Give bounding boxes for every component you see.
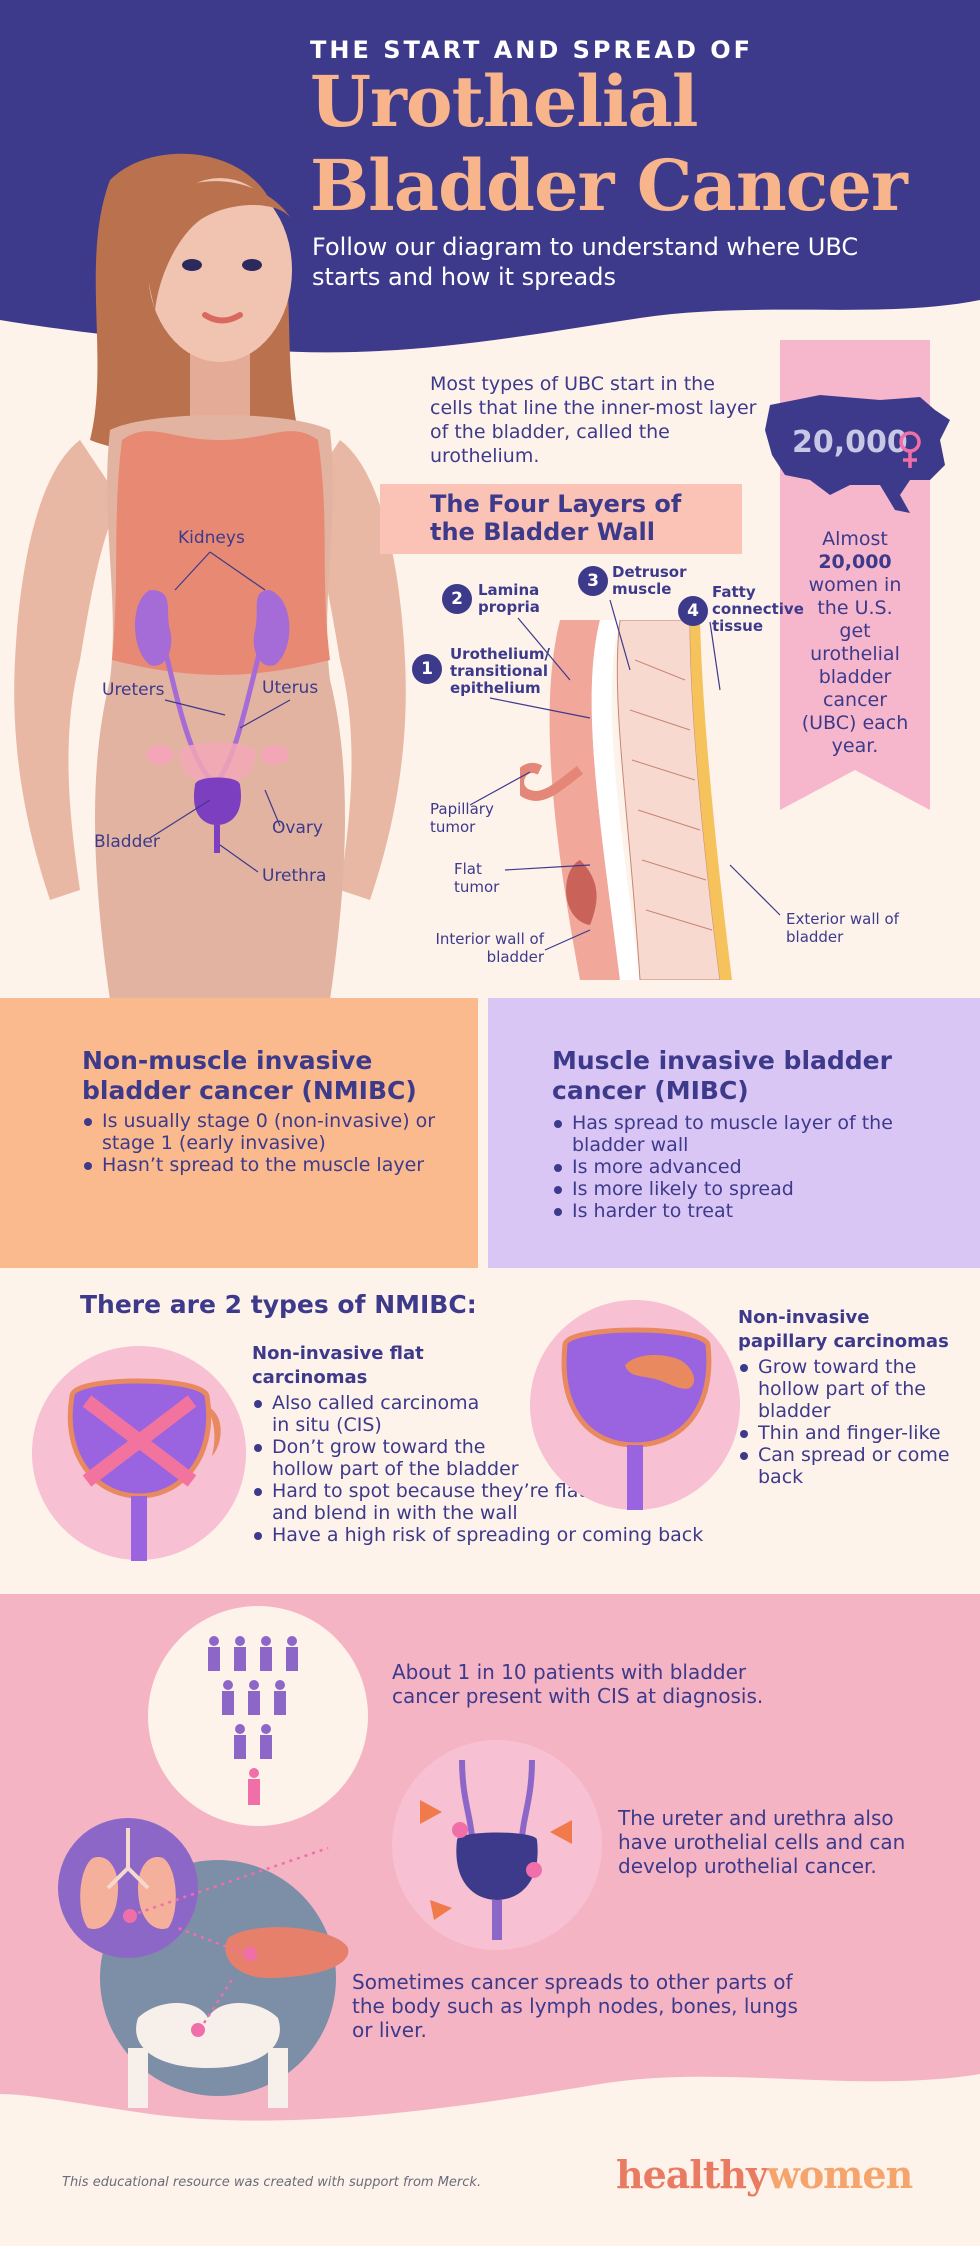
flat-bullet: Don’t grow toward the hollow part of the…	[252, 1436, 552, 1480]
label-uterus: Uterus	[262, 678, 319, 698]
brand-part-1: healthy	[616, 2152, 768, 2197]
nmibc-bullet: Hasn’t spread to the muscle layer	[82, 1154, 462, 1176]
brand-logo: healthywomen	[616, 2152, 913, 2197]
papillary-bullets: Grow toward the hollow part of the bladd…	[738, 1356, 958, 1488]
footer-note: This educational resource was created wi…	[62, 2175, 482, 2190]
cis-stat-text: About 1 in 10 patients with bladder canc…	[392, 1660, 764, 1708]
papillary-title: Non-invasive papillary carcinomas	[738, 1307, 949, 1352]
label-kidneys: Kidneys	[178, 528, 245, 548]
header-subtitle: Follow our diagram to understand where U…	[312, 233, 859, 291]
flat-title: Non-invasive flat carcinomas	[252, 1343, 424, 1388]
layer-label-1: Urothelium/ transitional epithelium	[450, 645, 550, 697]
flat-bullets: Also called carcinoma in situ (CIS) Don’…	[252, 1392, 752, 1546]
stat-post: women in the U.S. get urothelial bladder…	[801, 574, 909, 757]
stat-text: Almost 20,000 women in the U.S. get urot…	[800, 528, 910, 758]
nmibc-panel	[0, 998, 478, 1268]
urinary-system-diagram	[135, 590, 290, 853]
mibc-title: Muscle invasive bladder cancer (MIBC)	[552, 1046, 892, 1105]
layer-label-4: Fatty connective tissue	[712, 583, 804, 635]
wall-leader-lines	[469, 599, 781, 951]
body-spread-illustration	[58, 1818, 349, 2108]
layer-label-2: Lamina propria	[478, 581, 540, 616]
bladder-wall-diagram	[520, 620, 732, 980]
flat-bullet: Hard to spot because they’re flat and bl…	[252, 1480, 612, 1524]
label-bladder: Bladder	[94, 832, 160, 852]
woman-illustration	[14, 153, 406, 1000]
mibc-bullet: Is more advanced	[552, 1156, 932, 1178]
papillary-bullet: Thin and finger-like	[738, 1422, 958, 1444]
stat-pre: Almost	[822, 528, 888, 550]
us-map-icon	[765, 395, 950, 513]
nmibc-bullets: Is usually stage 0 (non-invasive) or sta…	[82, 1110, 462, 1176]
mibc-panel	[488, 998, 980, 1268]
mibc-bullets: Has spread to muscle layer of the bladde…	[552, 1112, 932, 1222]
mibc-bullet: Is more likely to spread	[552, 1178, 932, 1200]
layers-title-box	[380, 484, 742, 554]
layer-number-3: 3	[578, 566, 608, 596]
brand-part-2: women	[767, 2152, 913, 2197]
urinary-tract-illustration	[392, 1740, 602, 1950]
ureter-text: The ureter and urethra also have urothel…	[618, 1806, 906, 1878]
layer-number-1: 1	[412, 654, 442, 684]
header-kicker: THE START AND SPREAD OF	[310, 36, 754, 64]
stat-number: 20,000	[818, 551, 892, 573]
label-ovary: Ovary	[272, 818, 323, 838]
flat-bullet: Also called carcinoma in situ (CIS)	[252, 1392, 492, 1436]
types-title: There are 2 types of NMIBC:	[80, 1290, 477, 1319]
callout-papillary: Papillary tumor	[430, 800, 494, 836]
flat-bullet: Have a high risk of spreading or coming …	[252, 1524, 752, 1546]
anatomy-leader-lines	[149, 551, 291, 873]
title-line-2: Bladder Cancer	[310, 144, 908, 227]
other-spread-text: Sometimes cancer spreads to other parts …	[352, 1970, 798, 2042]
title-line-1: Urothelial	[310, 60, 699, 143]
mibc-bullet: Has spread to muscle layer of the bladde…	[552, 1112, 932, 1156]
stat-big-number: 20,000	[792, 425, 908, 460]
female-symbol-icon	[899, 431, 921, 468]
label-ureters: Ureters	[102, 680, 165, 700]
nmibc-bullet: Is usually stage 0 (non-invasive) or sta…	[82, 1110, 462, 1154]
papillary-bullet: Can spread or come back	[738, 1444, 958, 1488]
label-urethra: Urethra	[262, 866, 327, 886]
layer-number-2: 2	[442, 584, 472, 614]
flat-carcinoma-illustration	[32, 1346, 246, 1561]
papillary-bullet: Grow toward the hollow part of the bladd…	[738, 1356, 958, 1422]
page-title: Urothelial Bladder Cancer	[310, 60, 970, 228]
layer-label-3: Detrusor muscle	[612, 563, 687, 598]
layer-number-4: 4	[678, 596, 708, 626]
callout-flat: Flat tumor	[454, 860, 500, 896]
papillary-carcinoma-illustration	[530, 1300, 740, 1510]
intro-text: Most types of UBC start in the cells tha…	[430, 373, 757, 467]
people-icon-group	[148, 1606, 368, 1826]
callout-interior: Interior wall of bladder	[435, 930, 544, 966]
layers-title: The Four Layers of the Bladder Wall	[430, 490, 682, 546]
mibc-bullet: Is harder to treat	[552, 1200, 932, 1222]
callout-exterior: Exterior wall of bladder	[786, 910, 899, 946]
nmibc-title: Non-muscle invasive bladder cancer (NMIB…	[82, 1046, 417, 1105]
